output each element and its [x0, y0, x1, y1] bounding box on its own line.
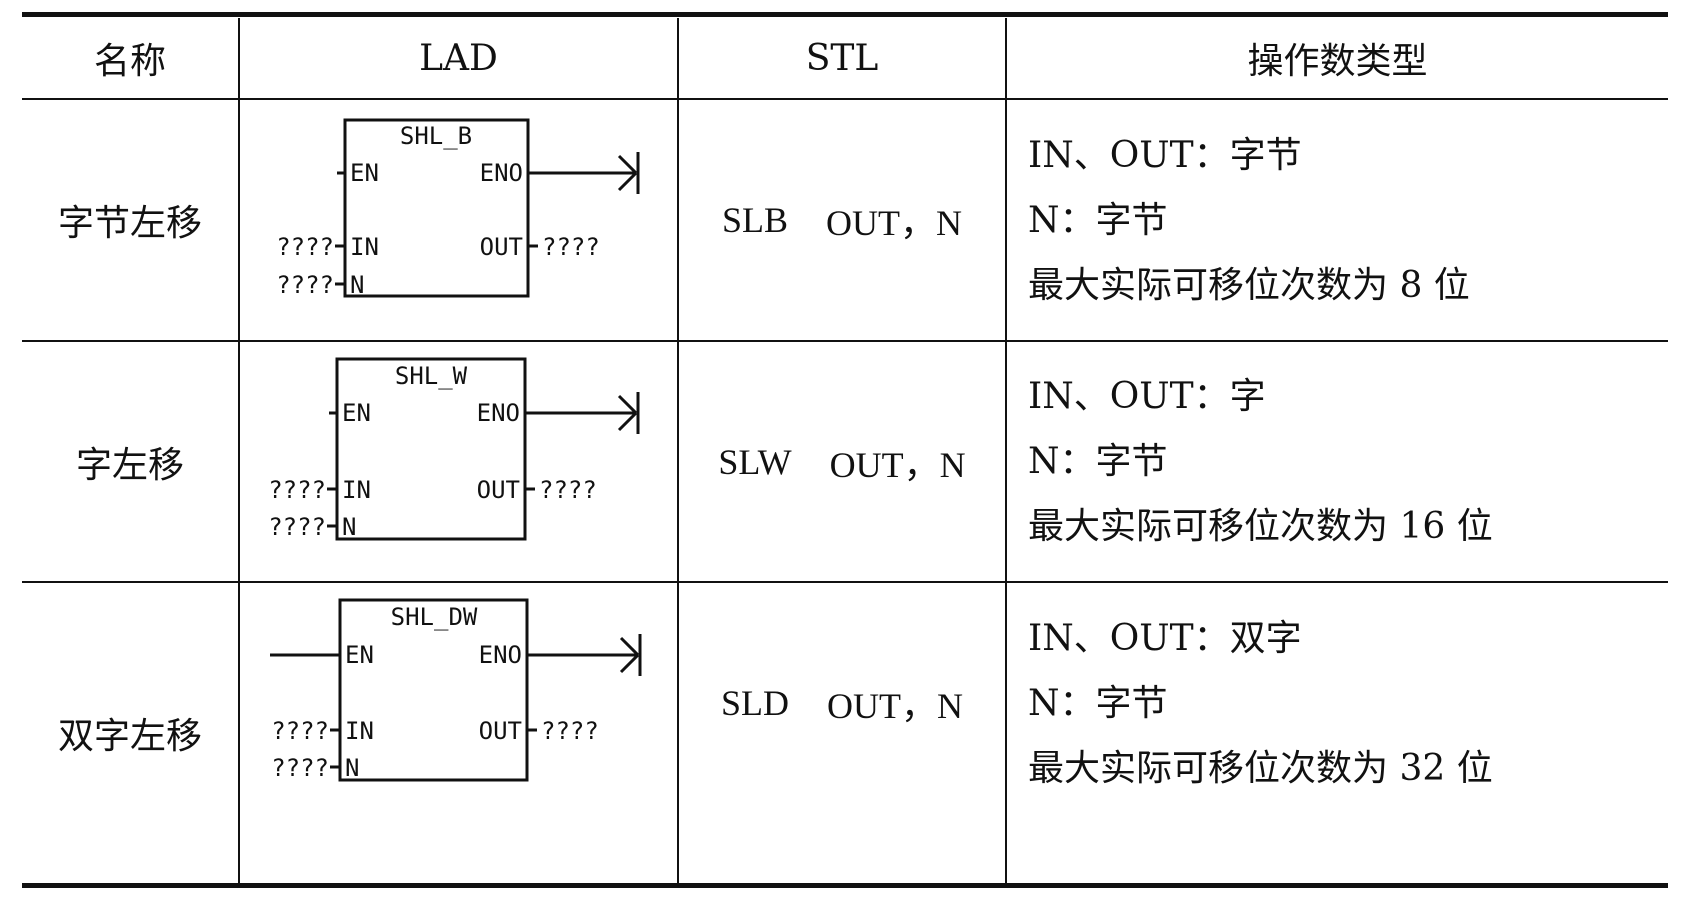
lad-block-shl-b: SHL_B EN ENO IN N OUT ???? ???? ????: [276, 118, 640, 299]
out-operand-value: ????: [539, 476, 597, 504]
out-pin-label: OUT: [479, 717, 522, 745]
stl-operands: OUT，N: [829, 444, 966, 485]
col-rule-3: [1005, 18, 1007, 884]
col-rule-1: [238, 18, 240, 884]
operand-type-line: 最大实际可移位次数为 32 位: [1028, 747, 1493, 789]
operand-type-line: IN、OUT：字: [1028, 376, 1266, 417]
stl-opcode: SLB: [721, 200, 789, 240]
operand-type-line: IN、OUT：双字: [1028, 617, 1302, 659]
header-name: 名称: [93, 41, 166, 82]
eno-pin-label: ENO: [479, 641, 522, 669]
out-operand-value: ????: [542, 233, 600, 261]
operand-type-line: N：字节: [1028, 441, 1168, 482]
stl-opcode: SLD: [720, 683, 789, 723]
header-lad: LAD: [419, 37, 498, 79]
n-pin-label: N: [342, 513, 356, 541]
in-operand-value: ????: [271, 717, 329, 745]
in-operand-value: ????: [276, 233, 334, 261]
stl-instruction: SLW OUT，N: [679, 342, 1005, 581]
block-title: SHL_DW: [391, 603, 478, 631]
in-pin-label: IN: [345, 717, 374, 745]
row-rule-2: [22, 581, 1668, 583]
row-rule-1: [22, 340, 1668, 342]
header-stl: STL: [805, 37, 879, 79]
eno-pin-label: ENO: [477, 399, 520, 427]
in-pin-label: IN: [342, 476, 371, 504]
operand-type-list: IN、OUT：字节 N：字节 最大实际可移位次数为 8 位: [1028, 100, 1668, 340]
in-operand-value: ????: [268, 476, 326, 504]
header-operand-type: 操作数类型: [1247, 41, 1428, 82]
n-operand-value: ????: [276, 271, 334, 299]
lad-block-shl-dw: SHL_DW EN ENO IN N OUT ???? ???? ????: [270, 598, 642, 782]
out-pin-label: OUT: [480, 233, 523, 261]
en-pin-label: EN: [345, 641, 374, 669]
stl-instruction: SLD OUT，N: [679, 583, 1005, 823]
operand-type-line: N：字节: [1028, 199, 1168, 241]
block-title: SHL_W: [395, 362, 468, 390]
table-bottom-rule: [22, 883, 1668, 888]
operand-type-list: IN、OUT：双字 N：字节 最大实际可移位次数为 32 位: [1028, 583, 1668, 823]
out-operand-value: ????: [541, 717, 599, 745]
operand-type-line: IN、OUT：字节: [1028, 134, 1302, 176]
block-title: SHL_B: [400, 122, 472, 150]
row-name: 双字左移: [57, 716, 202, 757]
stl-operands: OUT，N: [826, 203, 963, 243]
en-pin-label: EN: [350, 159, 379, 187]
operand-type-line: 最大实际可移位次数为 16 位: [1028, 506, 1493, 547]
n-operand-value: ????: [268, 513, 326, 541]
header-rule: [22, 98, 1668, 100]
n-pin-label: N: [350, 271, 364, 299]
eno-pin-label: ENO: [480, 159, 523, 187]
stl-instruction: SLB OUT，N: [679, 100, 1005, 340]
shift-instruction-table: 名称 LAD STL 操作数类型 字节左移 SHL_B EN ENO IN N …: [22, 12, 1668, 888]
out-pin-label: OUT: [477, 476, 520, 504]
n-pin-label: N: [345, 754, 359, 782]
lad-block-shl-w: SHL_W EN ENO IN N OUT ???? ???? ????: [268, 357, 640, 541]
en-pin-label: EN: [342, 399, 371, 427]
col-rule-2: [677, 18, 679, 884]
operand-type-line: N：字节: [1028, 682, 1168, 724]
row-name: 字节左移: [57, 203, 202, 244]
operand-type-line: 最大实际可移位次数为 8 位: [1028, 264, 1470, 306]
row-name: 字左移: [75, 444, 184, 486]
table-top-rule: [22, 12, 1668, 17]
in-pin-label: IN: [350, 233, 379, 261]
n-operand-value: ????: [271, 754, 329, 782]
stl-opcode: SLW: [718, 441, 792, 482]
stl-operands: OUT，N: [827, 686, 963, 726]
operand-type-list: IN、OUT：字 N：字节 最大实际可移位次数为 16 位: [1028, 342, 1668, 581]
